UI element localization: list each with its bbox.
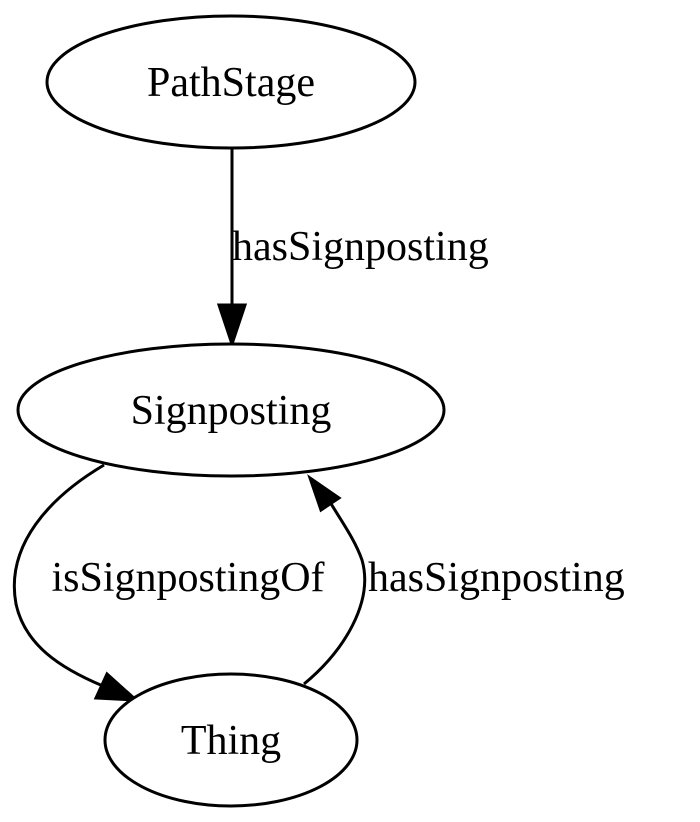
arrowhead-icon bbox=[93, 671, 141, 702]
edge-label: hasSignposting bbox=[232, 224, 489, 270]
node-signposting[interactable]: Signposting bbox=[16, 342, 446, 478]
edge-pathstage-has-signposting: hasSignposting bbox=[216, 148, 489, 349]
node-ellipse bbox=[103, 672, 359, 808]
node-label: PathStage bbox=[147, 60, 315, 106]
edge-label: isSignpostingOf bbox=[51, 555, 324, 601]
edge-label: hasSignposting bbox=[368, 555, 625, 601]
arrowhead-icon bbox=[216, 303, 248, 349]
edge-line bbox=[12, 463, 105, 688]
node-label: Thing bbox=[181, 718, 281, 764]
node-ellipse bbox=[16, 342, 446, 478]
edge-signposting-is-signposting-of-thing: isSignpostingOf bbox=[12, 463, 325, 702]
arrowhead-icon bbox=[307, 474, 342, 513]
node-pathstage[interactable]: PathStage bbox=[45, 14, 417, 150]
node-label: Signposting bbox=[131, 388, 332, 434]
edge-line bbox=[303, 501, 367, 686]
node-ellipse bbox=[45, 14, 417, 150]
edge-thing-has-signposting: hasSignposting bbox=[303, 474, 625, 686]
node-thing[interactable]: Thing bbox=[103, 672, 359, 808]
